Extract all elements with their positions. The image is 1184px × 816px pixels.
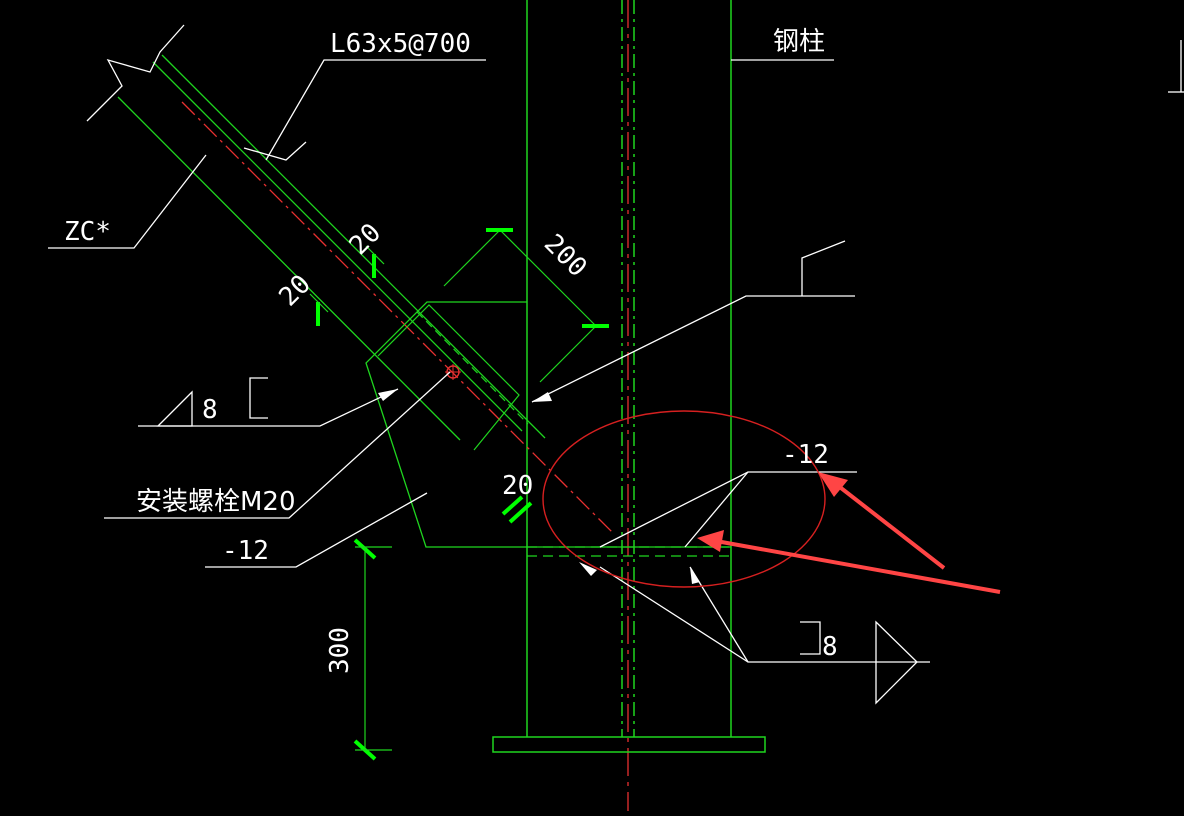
dim-200-line <box>443 229 597 383</box>
label-dim-300: 300 <box>325 627 355 674</box>
label-dim-20-left: 20 <box>273 269 316 312</box>
label-brace-code: ZC* <box>64 217 111 247</box>
break-line <box>86 24 185 122</box>
label-plate-right: -12 <box>782 440 829 470</box>
label-angle-spec: L63x5@700 <box>330 29 471 59</box>
label-dim-200: 200 <box>538 229 592 283</box>
angle-end-box <box>377 304 520 451</box>
base-plate <box>492 736 766 753</box>
label-dim-20-top: 20 <box>344 218 387 261</box>
dim-20-extension <box>309 245 385 313</box>
label-weld-size-left: 8 <box>202 395 218 425</box>
highlight-ellipse <box>542 410 826 588</box>
highlight-arrow-upper <box>818 472 946 570</box>
angle-brace <box>117 54 546 441</box>
edge-marks <box>1168 40 1184 93</box>
angle-leg-hidden <box>416 311 529 425</box>
highlight-arrow-lower <box>697 530 1001 594</box>
label-dim-20-bottom: 20 <box>502 471 533 501</box>
label-steel-column: 钢柱 <box>773 27 825 57</box>
steel-column <box>526 0 732 737</box>
label-weld-size-right: 8 <box>822 632 838 662</box>
bolt-hole-icon <box>445 364 461 380</box>
leader-arrowheads <box>378 389 700 584</box>
label-bolt-note: 安装螺栓M20 <box>136 487 296 517</box>
gusset-plate <box>365 301 731 548</box>
leaders <box>48 59 930 705</box>
brace-centerline <box>181 101 615 535</box>
label-plate-left: -12 <box>222 536 269 566</box>
dim-300-line <box>355 546 392 751</box>
dim-ticks <box>316 228 609 761</box>
